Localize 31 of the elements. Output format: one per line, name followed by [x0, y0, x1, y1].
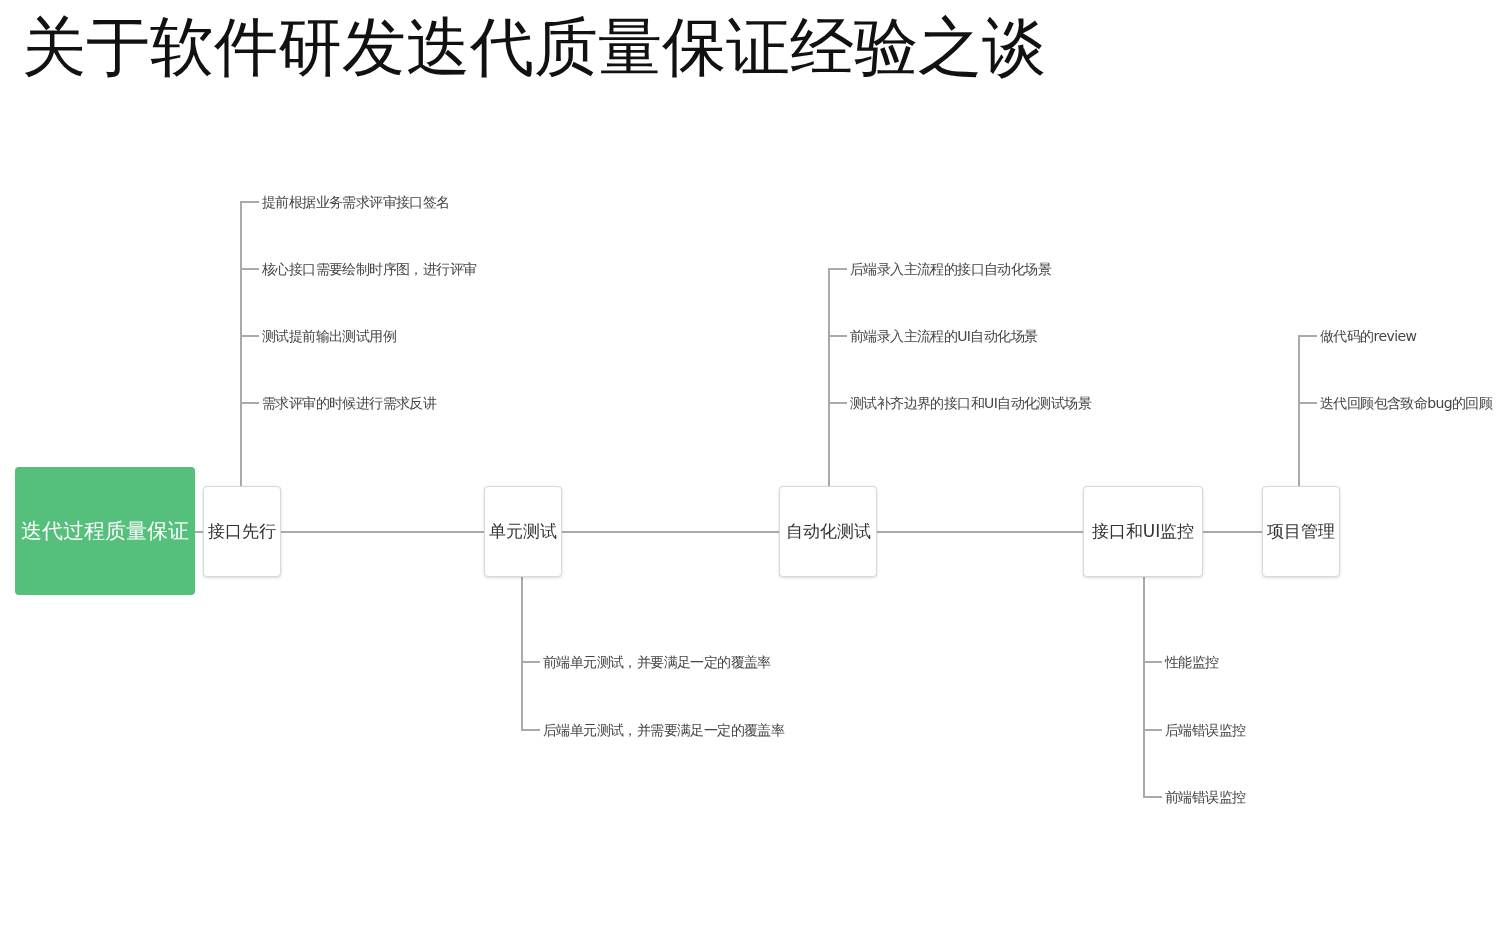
branch-text: 前端错误监控: [1165, 786, 1246, 808]
root-topic-box: 迭代过程质量保证: [15, 467, 195, 595]
connector-line: [240, 402, 260, 487]
topic-box: 自动化测试: [779, 486, 877, 577]
connector-line: [1202, 531, 1263, 533]
topic-box: 接口和UI监控: [1083, 486, 1203, 577]
branch-text: 后端录入主流程的接口自动化场景: [850, 258, 1051, 280]
branch-text: 前端录入主流程的UI自动化场景: [850, 325, 1038, 347]
branch-text: 前端单元测试，并要满足一定的覆盖率: [543, 651, 771, 673]
topic-box: 接口先行: [203, 486, 281, 577]
branch-text: 需求评审的时候进行需求反讲: [262, 392, 437, 414]
branch-text: 迭代回顾包含致命bug的回顾: [1320, 392, 1493, 414]
title: 关于软件研发迭代质量保证经验之谈: [22, 9, 1046, 86]
topic-box: 单元测试: [484, 486, 562, 577]
branch-text: 测试提前输出测试用例: [262, 325, 396, 347]
connector-line: [1143, 576, 1163, 798]
connector-line: [828, 402, 848, 487]
connector-line: [194, 531, 204, 533]
branch-text: 提前根据业务需求评审接口签名: [262, 191, 450, 213]
connector-line: [1298, 402, 1318, 487]
branch-text: 后端错误监控: [1165, 719, 1246, 741]
branch-text: 做代码的review: [1320, 325, 1417, 347]
connector-line: [521, 576, 541, 731]
connector-line: [876, 531, 1084, 533]
branch-text: 后端单元测试，并需要满足一定的覆盖率: [543, 719, 785, 741]
branch-text: 核心接口需要绘制时序图，进行评审: [262, 258, 477, 280]
branch-text: 测试补齐边界的接口和UI自动化测试场景: [850, 392, 1091, 414]
connector-line: [280, 531, 485, 533]
connector-line: [561, 531, 780, 533]
topic-box: 项目管理: [1262, 486, 1340, 577]
branch-text: 性能监控: [1165, 651, 1219, 673]
